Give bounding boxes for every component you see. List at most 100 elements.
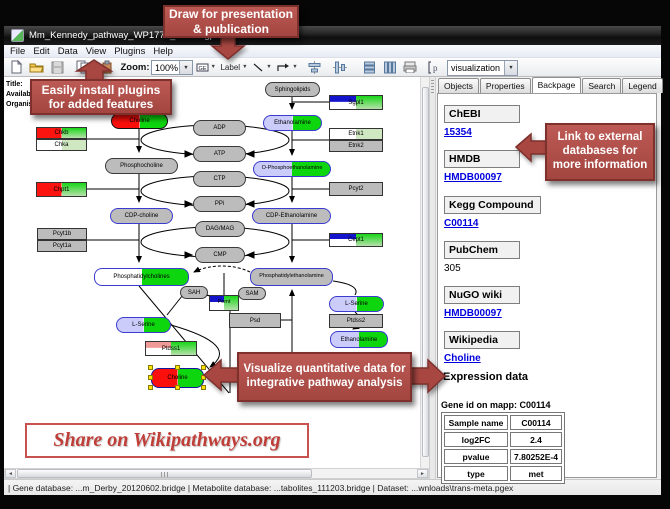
pathway-node-pcyt1b[interactable]: Pcyt1b (37, 228, 87, 240)
pathway-node-choline-top[interactable]: Choline (111, 113, 168, 129)
expression-table-cell: Sample name (444, 415, 508, 430)
pathway-node-psd[interactable]: Psd (229, 313, 281, 328)
menu-item-edit[interactable]: Edit (33, 45, 50, 57)
share-banner: Share on Wikipathways.org (25, 423, 309, 458)
callout-draw-arrow (209, 35, 247, 60)
horizontal-scrollbar-thumb[interactable] (17, 469, 312, 478)
align-middle-button[interactable] (332, 60, 348, 74)
section-value-kegg-compound[interactable]: C00114 (444, 218, 479, 229)
menu-item-file[interactable]: File (10, 45, 26, 57)
pathway-node-l-serine-left[interactable]: L-Serine (116, 317, 171, 333)
pathway-node-cmp[interactable]: CMP (195, 247, 245, 263)
selection-handle[interactable] (201, 385, 206, 390)
tab-legend[interactable]: Legend (622, 78, 663, 93)
stack-horizontal-button[interactable] (362, 60, 377, 74)
selection-handle[interactable] (148, 365, 153, 370)
toolbar: Zoom: 100% ▼ GE▼ Label▼ ▼ ▼ p visualizat… (4, 58, 661, 77)
section-header-hmdb: HMDB (444, 150, 520, 168)
pathway-node-ptdss1[interactable]: Ptdss1 (145, 341, 197, 356)
bracket-tool-icon[interactable]: p (427, 60, 441, 74)
pathway-node-chkb[interactable]: Chkb (36, 127, 87, 139)
new-file-button[interactable] (10, 60, 24, 74)
label-tool-button[interactable]: Label▼ (220, 62, 248, 72)
section-value-chebi[interactable]: 15354 (444, 127, 472, 138)
menu-item-help[interactable]: Help (153, 45, 173, 57)
pathway-node-chpt1[interactable]: Chpt1 (36, 182, 87, 197)
pathway-node-ethanolamine-top[interactable]: Ethanolamine (263, 115, 322, 131)
menu-item-plugins[interactable]: Plugins (114, 45, 146, 57)
selection-handle[interactable] (148, 375, 153, 380)
selection-handle[interactable] (148, 385, 153, 390)
datanode-tool-button[interactable]: GE▼ (196, 63, 216, 72)
expression-data-heading: Expression data (443, 371, 528, 383)
expression-table-cell: met (510, 466, 562, 481)
expression-table-cell: log2FC (444, 432, 508, 447)
pathway-node-chka[interactable]: Chka (36, 139, 87, 151)
menu-item-data[interactable]: Data (57, 45, 78, 57)
stack-vertical-button[interactable] (382, 60, 397, 74)
pathway-node-sam[interactable]: SAM (238, 287, 266, 300)
section-value-wikipedia[interactable]: Choline (444, 353, 481, 364)
pathway-node-ptdss2[interactable]: Ptdss2 (329, 314, 383, 328)
pathway-node-cdp-choline[interactable]: CDP-choline (110, 208, 173, 224)
pathway-node-pemt[interactable]: Pemt (209, 295, 239, 311)
tab-objects[interactable]: Objects (438, 78, 479, 93)
pathway-node-etnk1[interactable]: Etnk1 (329, 128, 383, 140)
save-button[interactable] (50, 60, 64, 74)
tab-backpage[interactable]: Backpage (531, 77, 582, 93)
expression-table-cell: 7.80252E-4 (510, 449, 562, 464)
pathway-node-sphingolipids[interactable]: Sphingolipids (265, 82, 320, 97)
shape-tool-button[interactable]: ▼ (276, 60, 298, 74)
scroll-right-button[interactable]: ► (417, 469, 428, 478)
zoom-combobox[interactable]: 100% ▼ (151, 60, 193, 75)
section-value-nugo-wiki[interactable]: HMDB00097 (444, 308, 502, 319)
selection-handle[interactable] (201, 365, 206, 370)
pathway-node-phosphatidylethanolamine[interactable]: Phosphatidylethanolamine (250, 268, 333, 286)
vertical-scrollbar-thumb[interactable] (422, 87, 429, 457)
pathway-node-cept1[interactable]: Cept1 (329, 233, 383, 247)
vertical-scrollbar[interactable] (420, 77, 429, 468)
pathway-node-cdp-ethanolamine[interactable]: CDP-Ethanolamine (252, 208, 331, 224)
horizontal-scrollbar[interactable]: ◄ ► (4, 468, 429, 479)
pathway-node-ctp[interactable]: CTP (193, 171, 246, 187)
pathway-node-sgpl1[interactable]: Sgpl1 (329, 95, 383, 110)
scroll-left-button[interactable]: ◄ (5, 469, 16, 478)
line-tool-button[interactable]: ▼ (252, 60, 272, 74)
tab-search[interactable]: Search (582, 78, 622, 93)
zoom-dropdown-arrow[interactable]: ▼ (179, 61, 192, 74)
open-file-button[interactable] (29, 60, 44, 74)
title-bar[interactable]: Mm_Kennedy_pathway_WP1771_45176.gpml (4, 26, 661, 45)
expression-table-cell: type (444, 466, 508, 481)
pathway-node-atp[interactable]: ATP (193, 146, 246, 162)
pathway-node-pcyt1a[interactable]: Pcyt1a (37, 240, 87, 252)
pathway-node-phosphatidylcholines[interactable]: Phosphatidylcholines (94, 268, 189, 286)
align-center-button[interactable] (307, 60, 322, 74)
pathway-node-sah[interactable]: SAH (180, 286, 208, 299)
menu-item-view[interactable]: View (85, 45, 107, 57)
app-icon (11, 29, 24, 42)
visualization-dropdown-arrow[interactable]: ▼ (504, 61, 517, 75)
selection-handle[interactable] (174, 365, 180, 370)
panel-splitter[interactable] (429, 77, 436, 479)
pathway-node-o-phosphoethanolamine[interactable]: O-Phosphoethanolamine (253, 161, 331, 177)
pathway-node-etnk2[interactable]: Etnk2 (329, 140, 383, 152)
printer-icon[interactable] (402, 60, 417, 74)
pathway-node-ppi[interactable]: PPi (193, 196, 246, 212)
pathway-node-adp[interactable]: ADP (193, 120, 246, 136)
tab-properties[interactable]: Properties (479, 78, 531, 93)
pathway-node-pcyt2[interactable]: Pcyt2 (329, 182, 383, 196)
selection-handle[interactable] (174, 385, 180, 390)
pathway-node-phosphocholine[interactable]: Phosphocholine (105, 158, 178, 174)
section-value-pubchem: 305 (444, 263, 461, 274)
pathway-node-dag-mag[interactable]: DAG/MAG (195, 221, 245, 237)
pathway-node-ethanolamine-bottom[interactable]: Ethanolamine (330, 331, 388, 348)
section-value-hmdb[interactable]: HMDB00097 (444, 172, 502, 183)
pathway-node-l-serine-right[interactable]: L-Serine (329, 296, 384, 312)
visualization-combobox[interactable]: visualization ▼ (447, 60, 518, 76)
pathway-info-text: Title: Available Organism (6, 81, 39, 109)
